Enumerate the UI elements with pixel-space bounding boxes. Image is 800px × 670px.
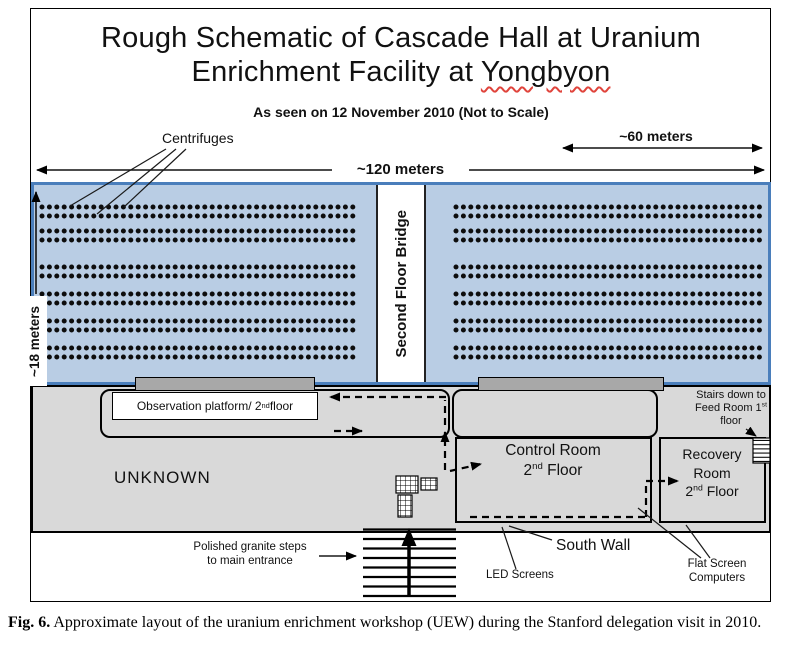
control-room-label: Control Room 2nd Floor: [505, 442, 601, 479]
stairs-down-label: Stairs down to Feed Room 1st floor: [695, 389, 767, 427]
control-room-box: [455, 437, 652, 523]
recovery-room-label: Recovery Room 2nd Floor: [682, 446, 742, 499]
title-yongbyon-underlined: Yongbyon: [480, 56, 611, 88]
figure-caption-text: Approximate layout of the uranium enrich…: [53, 614, 762, 631]
figure-caption-number: Fig. 6.: [8, 614, 51, 631]
granite-steps-label: Polished granite steps to main entrance: [193, 541, 307, 567]
unknown-room-label: UNKNOWN: [114, 468, 211, 487]
led-screens-label: LED Screens: [486, 569, 554, 581]
width-60m-label: ~60 meters: [619, 128, 693, 144]
centrifuges-label: Centrifuges: [162, 130, 234, 146]
figure-subtitle: As seen on 12 November 2010 (Not to Scal…: [253, 104, 549, 120]
bridge-label: Second Floor Bridge: [392, 209, 410, 358]
observation-window-right: [478, 377, 664, 391]
height-18m-label: ~18 meters: [21, 296, 47, 386]
width-120m-label: ~120 meters: [332, 160, 469, 179]
second-floor-bridge: Second Floor Bridge: [376, 185, 426, 382]
flat-screen-computers-label: Flat Screen Computers: [687, 558, 747, 584]
observation-window-left: [135, 377, 315, 391]
observation-platform-outline-right: [452, 389, 658, 438]
south-wall-label: South Wall: [556, 537, 631, 554]
title-line2-prefix: Enrichment Facility at: [191, 56, 481, 88]
figure-caption: Fig. 6. Approximate layout of the uraniu…: [8, 612, 793, 633]
figure-title-line1: Rough Schematic of Cascade Hall at Urani…: [101, 22, 701, 54]
figure-title-line2: Enrichment Facility at Yongbyon: [32, 56, 770, 89]
